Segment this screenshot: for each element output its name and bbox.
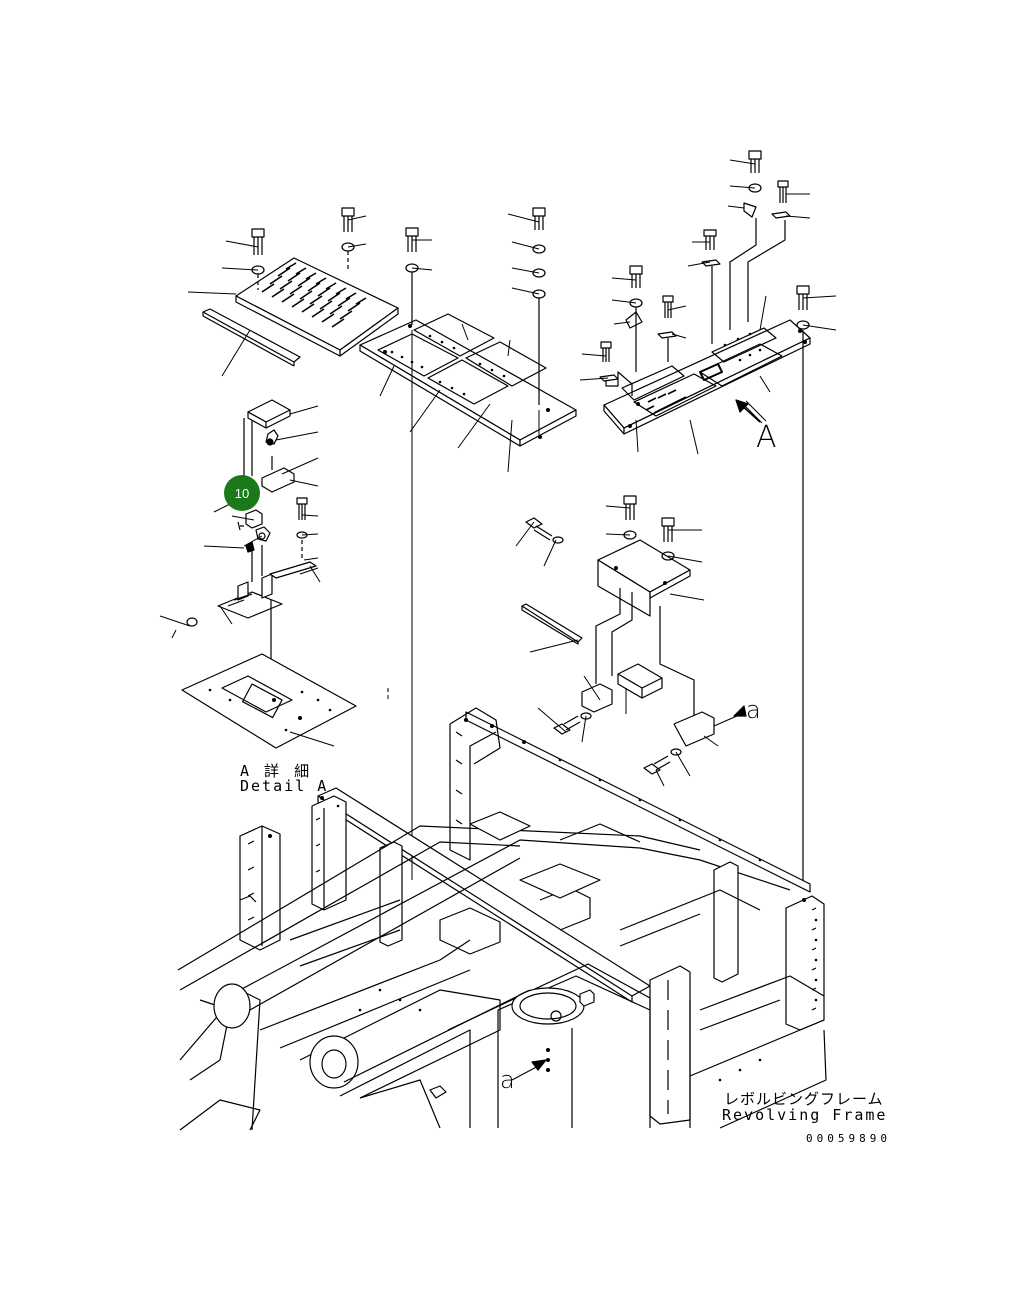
detail-a-floor-plate bbox=[181, 653, 357, 749]
bolt-group-left-plate bbox=[251, 207, 355, 290]
guide-lines bbox=[387, 330, 540, 880]
callout-marker-10[interactable]: 10 bbox=[224, 475, 260, 511]
revolving-frame bbox=[177, 707, 827, 1131]
detail-label-jp: A 詳 細 bbox=[240, 762, 313, 780]
detail-label-en: Detail A bbox=[240, 777, 329, 795]
checker-plate-right bbox=[603, 319, 811, 435]
arrow-label-a-bottom: a bbox=[500, 1066, 515, 1094]
bolt-group-right-plate bbox=[599, 150, 810, 880]
arrow-label-a-top: a bbox=[746, 696, 761, 724]
leader-lines bbox=[159, 159, 837, 787]
detail-a-assembly bbox=[186, 399, 317, 685]
bolt-group-center-plate bbox=[405, 207, 546, 405]
drawing-number: 00059890 bbox=[806, 1132, 891, 1145]
frame-label-en: Revolving Frame bbox=[722, 1106, 888, 1124]
view-label-a: A bbox=[756, 420, 777, 455]
frame-label-jp: レボルビングフレーム bbox=[724, 1090, 884, 1108]
bar-strip-left bbox=[202, 308, 301, 367]
grating-plate-left bbox=[235, 257, 399, 357]
checker-plate-center bbox=[359, 313, 577, 447]
cover-plate-middle bbox=[521, 539, 715, 747]
view-arrow-a bbox=[735, 399, 767, 424]
